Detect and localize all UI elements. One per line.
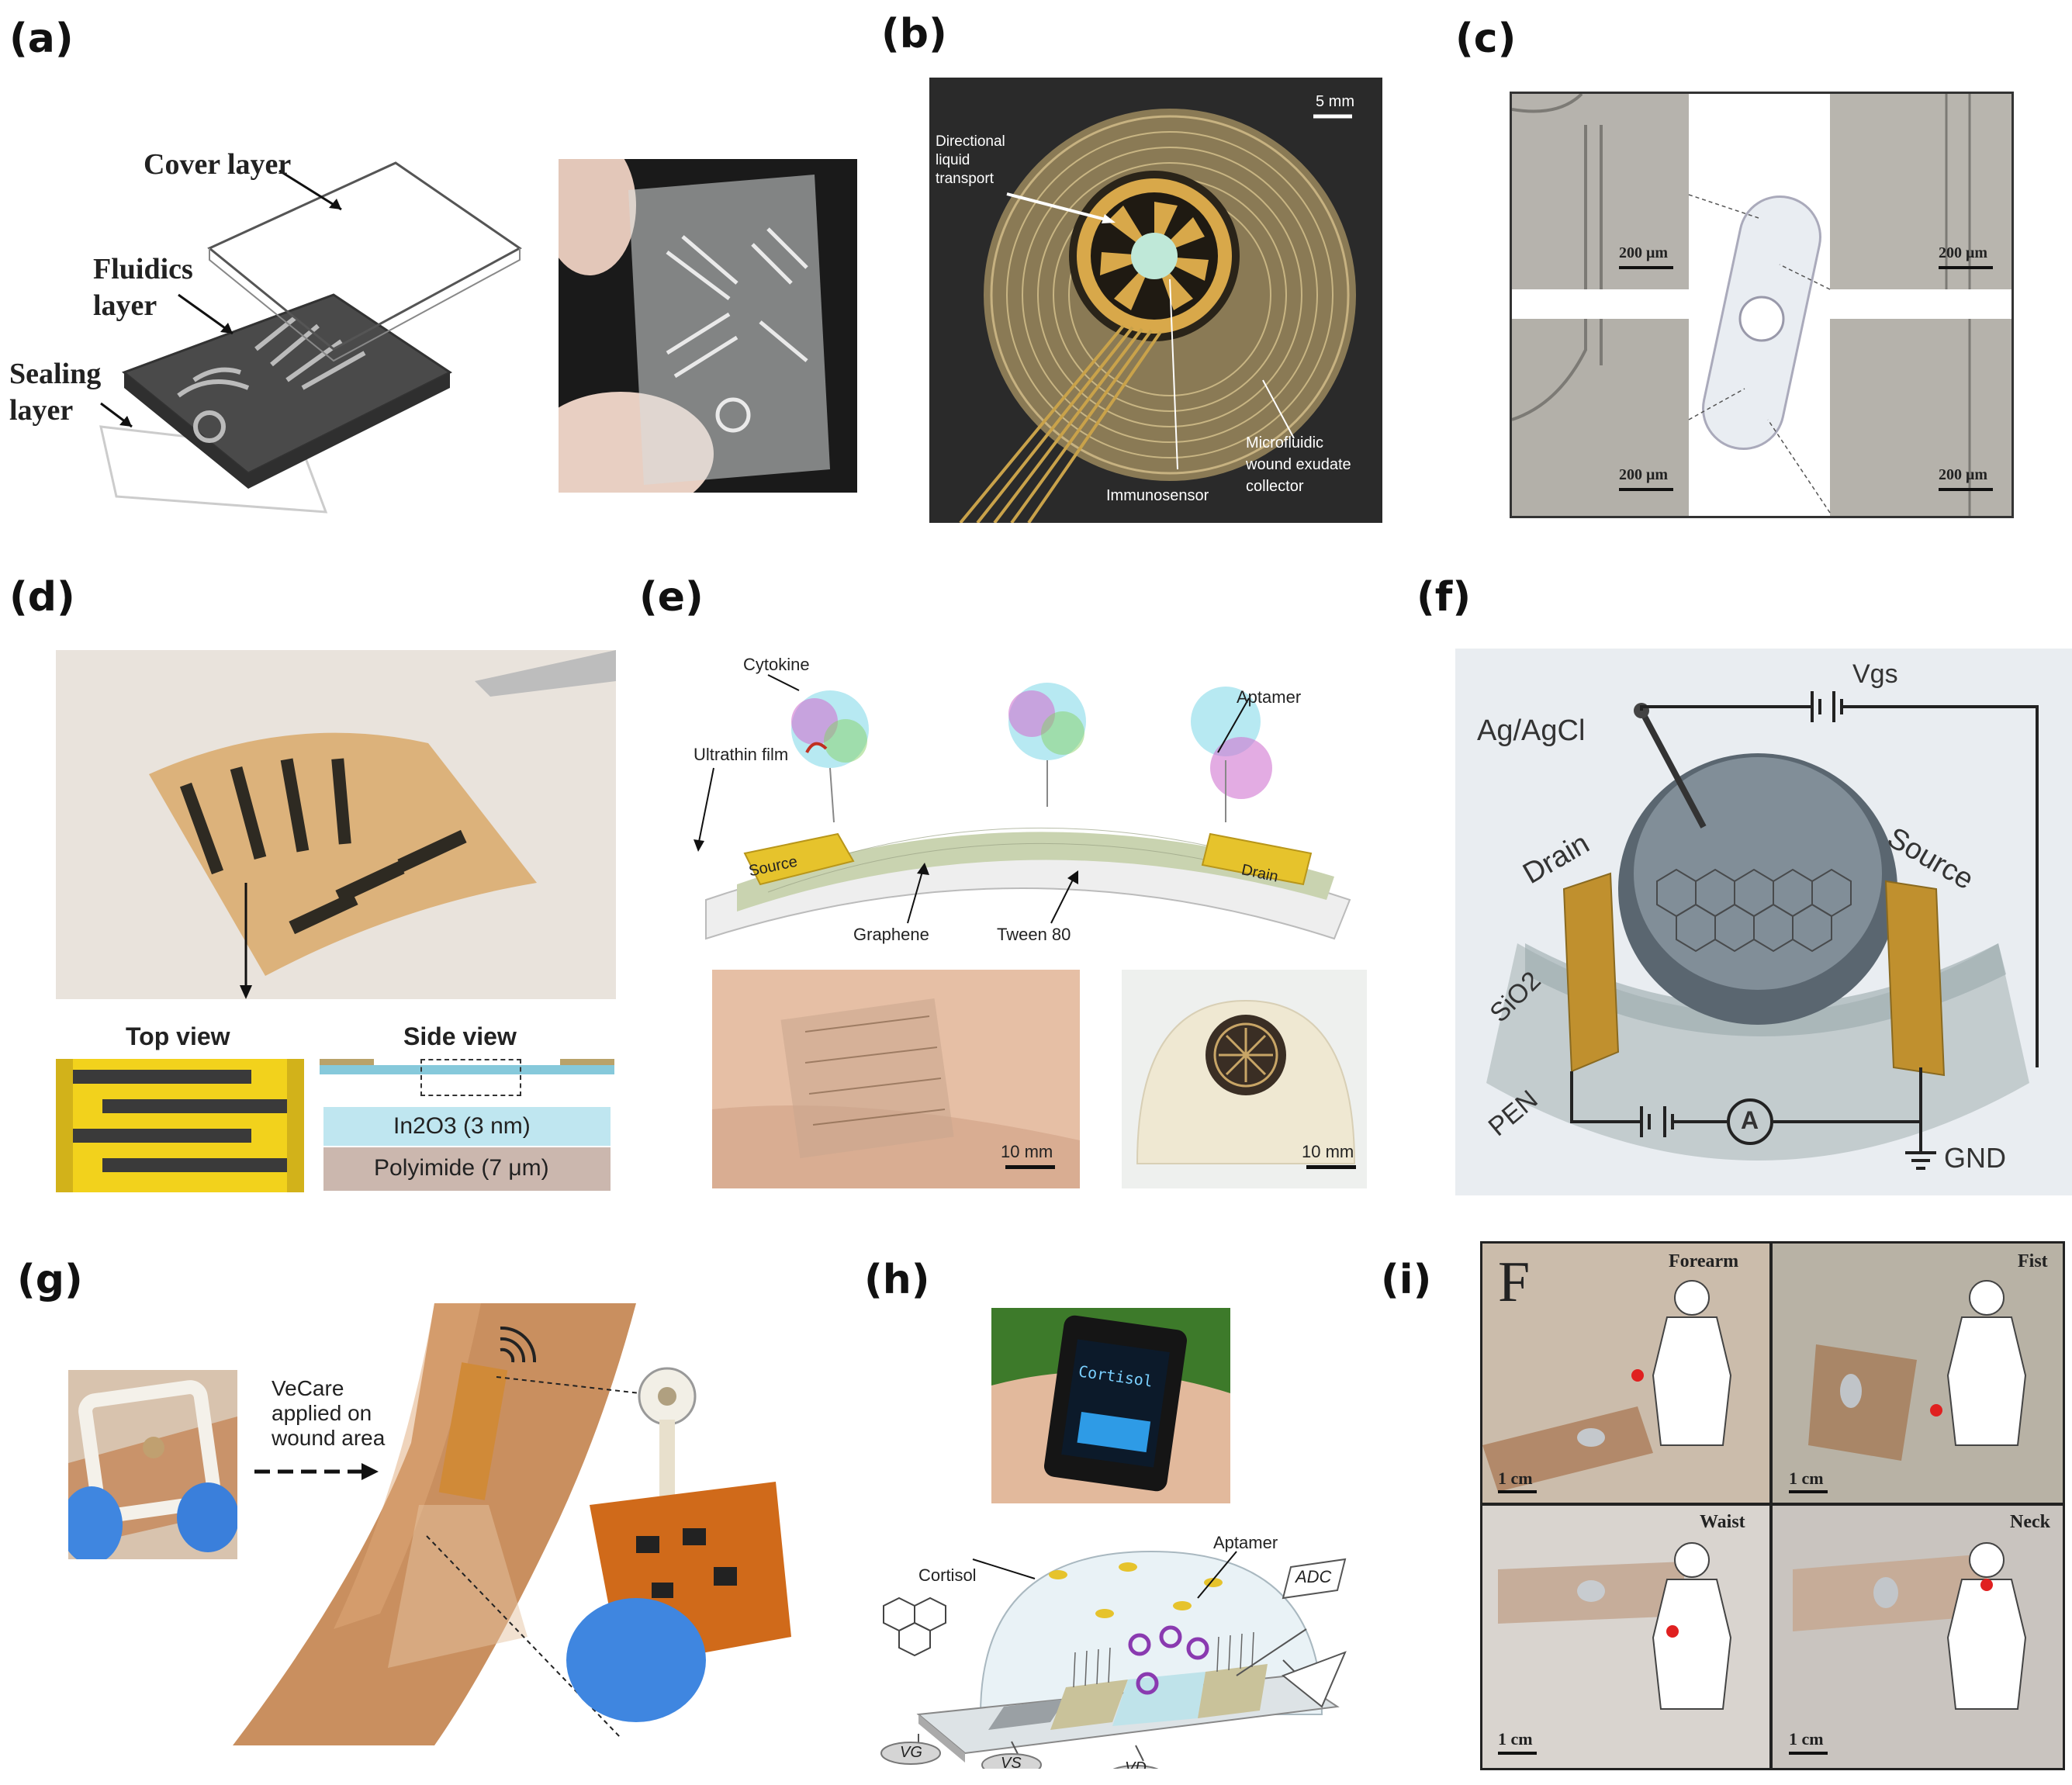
- fluidics-layer-label-2: layer: [93, 289, 157, 322]
- panel-label-d: (d): [9, 574, 75, 621]
- neck-scale: 1 cm: [1789, 1729, 1824, 1749]
- apply-arrow: [254, 1463, 379, 1480]
- vgs-label: Vgs: [1852, 659, 1898, 689]
- forearm-scale: 1 cm: [1498, 1468, 1533, 1488]
- ultrathin-film-label: Ultrathin film: [694, 745, 789, 764]
- panel-label-g: (g): [17, 1257, 83, 1303]
- vs-label: VS: [1001, 1755, 1022, 1769]
- panel-e-diagram: Cytokine Aptamer Ultrathin film Source D…: [683, 644, 1381, 954]
- adc-label: ADC: [1295, 1567, 1332, 1586]
- directional-label-3: transport: [936, 171, 994, 187]
- scale-200um-br: 200 μm: [1939, 466, 1987, 483]
- top-view-label: Top view: [126, 1022, 230, 1050]
- microfluidic-layer-diagram: [99, 161, 522, 514]
- panel-h-diagram: Cortisol Aptamer ADC VG VS VD: [872, 1520, 1361, 1769]
- polyimide-layer: [323, 1147, 611, 1191]
- vd-label: VD: [1125, 1759, 1147, 1769]
- aptamer-label: Aptamer: [1237, 687, 1302, 707]
- ag-agcl-label: Ag/AgCl: [1477, 714, 1586, 747]
- microfluidic-label-1: Microfluidic: [1246, 434, 1324, 451]
- panel-label-c: (c): [1455, 16, 1517, 62]
- panel-label-i: (i): [1381, 1257, 1432, 1303]
- in2o3-label: In2O3 (3 nm): [393, 1113, 531, 1139]
- waist-scale: 1 cm: [1498, 1729, 1533, 1749]
- sealing-layer-label-2: layer: [9, 394, 74, 427]
- top-view-electrode: [56, 1059, 304, 1192]
- forearm-label: Forearm: [1669, 1251, 1739, 1271]
- scale-200um-tl: 200 μm: [1619, 244, 1668, 261]
- panel-a-diagram: Cover layer Fluidics layer Sealing layer: [0, 140, 543, 528]
- panel-label-f: (f): [1417, 574, 1472, 621]
- panel-label-e: (e): [639, 574, 704, 621]
- panel-g-arm-photo: [68, 1370, 237, 1559]
- panel-i-big-letter: F: [1498, 1251, 1531, 1314]
- panel-label-b: (b): [881, 11, 947, 57]
- directional-label-1: Directional: [936, 133, 1005, 150]
- neck-label: Neck: [2010, 1512, 2050, 1532]
- panel-c-photo: 200 μm 200 μm 200 μm 200 μm: [1510, 92, 2014, 518]
- micrograph-bottom-right: [1830, 319, 2011, 516]
- directional-label-2: liquid: [936, 152, 970, 168]
- panel-label-h: (h): [864, 1257, 930, 1303]
- scale-200um-tr: 200 μm: [1939, 244, 1987, 261]
- eye-scale-label: 10 mm: [1302, 1142, 1354, 1161]
- microfluidic-label-3: collector: [1246, 478, 1304, 495]
- panel-d-photo: [56, 650, 616, 999]
- panel-i-grid: F Forearm Fist Waist Neck 1 cm 1 cm 1 cm…: [1480, 1241, 2065, 1770]
- panel-g-leg-photo: [233, 1303, 822, 1745]
- aptamer-h-label: Aptamer: [1213, 1533, 1278, 1552]
- fist-scale: 1 cm: [1789, 1468, 1824, 1488]
- graphene-label: Graphene: [853, 925, 929, 944]
- vecare-label-2: applied on: [272, 1401, 372, 1425]
- tween-80-label: Tween 80: [997, 925, 1071, 944]
- cover-layer-label: Cover layer: [144, 148, 292, 181]
- panel-a-photo: [559, 159, 857, 493]
- panel-b-photo: 5 mm Directional liquid transport Immuno…: [929, 78, 1382, 523]
- polyimide-label: Polyimide (7 μm): [374, 1155, 549, 1181]
- panel-h-watch-photo: Cortisol: [991, 1308, 1230, 1503]
- panel-label-a: (a): [9, 16, 74, 62]
- fist-label: Fist: [2018, 1251, 2048, 1271]
- panel-e-skin-photo: 10 mm: [712, 970, 1080, 1188]
- panel-e-eye-photo: 10 mm: [1122, 970, 1367, 1188]
- sealing-layer-label-1: Sealing: [9, 358, 102, 390]
- ammeter-label: A: [1741, 1106, 1759, 1134]
- vecare-label-3: wound area: [272, 1426, 386, 1450]
- skin-scale-label: 10 mm: [1001, 1142, 1053, 1161]
- vecare-label-1: VeCare: [272, 1376, 344, 1400]
- scale-bar-5mm-label: 5 mm: [1316, 93, 1354, 110]
- cytokine-label: Cytokine: [743, 655, 810, 674]
- fluidics-layer-label-1: Fluidics: [93, 253, 193, 285]
- vg-label: VG: [900, 1744, 922, 1761]
- microfluidic-label-2: wound exudate: [1246, 456, 1351, 473]
- micrograph-top-right: [1830, 94, 2011, 289]
- panel-f-diagram: Ag/AgCl Vgs Drain Source SiO2 PEN A GND: [1455, 649, 2072, 1195]
- side-view-stack: In2O3 (3 nm) Polyimide (7 μm): [320, 1059, 614, 1192]
- cortisol-label: Cortisol: [918, 1565, 977, 1585]
- side-view-label: Side view: [403, 1022, 517, 1050]
- waist-label: Waist: [1700, 1512, 1745, 1532]
- in2o3-layer: [323, 1107, 611, 1146]
- gnd-label: GND: [1944, 1142, 2006, 1174]
- scale-200um-bl: 200 μm: [1619, 466, 1668, 483]
- immunosensor-label: Immunosensor: [1106, 487, 1209, 504]
